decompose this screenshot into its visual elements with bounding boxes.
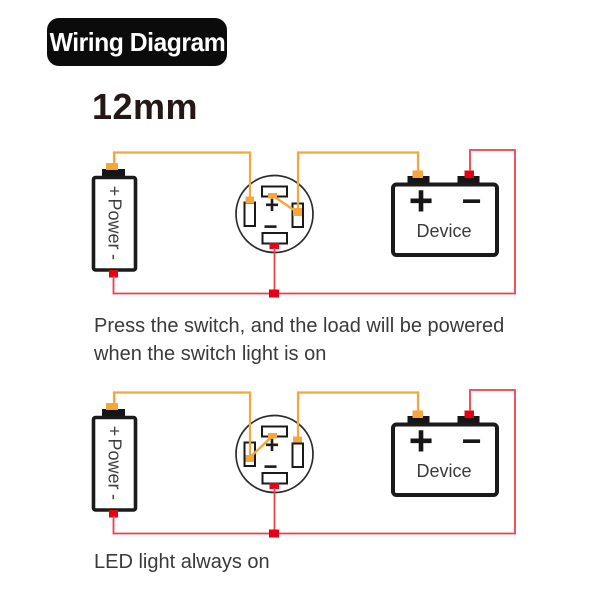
banner-label: Wiring Diagram [49,26,225,57]
diagram-2-caption: LED light always on [94,548,270,576]
device-red-cap [464,410,474,418]
wiring-diagram-banner: Wiring Diagram [47,18,227,66]
device-orange-cap [412,410,423,418]
device-orange-cap [412,170,423,178]
battery-symbol: + Power - [91,403,138,518]
battery-symbol: + Power - [91,163,138,278]
device-symbol: + − Device [391,410,499,497]
switch-minus-label: − [263,214,277,241]
ground-junction [269,289,279,298]
switch-right-terminal [291,442,304,468]
wire-switch-jumper [248,435,274,459]
battery-positive-cap [106,403,118,410]
wire-ground-loop [112,149,516,295]
wire-device-to-switch [296,151,420,211]
caption-line: LED light always on [94,551,270,573]
battery-top-terminal [102,169,125,180]
switch-left-cap [245,455,254,462]
battery-minus-label: - [105,494,125,500]
switch-right-cap [293,436,302,443]
battery-top-terminal [102,409,125,420]
switch-red-cap [269,483,279,489]
caption-line: Press the switch, and the load will be p… [94,315,505,337]
battery-negative-cap [109,270,118,278]
device-plus-label: + [409,417,434,464]
switch-right-cap [293,208,302,216]
diagram-2: + Power - + − + [91,389,516,538]
battery-plus-label: + [105,186,125,197]
device-negative-terminal [457,416,480,426]
diagram-1: + Power - + − + [91,149,516,298]
device-positive-terminal [407,176,430,186]
ground-junction [269,529,279,538]
size-heading: 12mm [92,86,199,127]
wire-device-to-switch [296,391,420,442]
battery-name-label: Power [105,198,125,249]
caption-line: when the switch light is on [94,343,327,365]
device-symbol: + − Device [391,170,499,257]
device-body [391,182,499,257]
device-body [391,422,499,497]
diagram-1-caption: Press the switch, and the load will be p… [94,312,504,368]
device-positive-terminal [407,416,430,426]
switch-symbol: + − [235,414,314,494]
wire-battery-to-switch [112,151,252,200]
switch-top-connector [268,433,277,439]
device-red-cap [464,170,474,178]
device-name-label: Device [416,221,471,241]
battery-minus-label: - [105,254,125,260]
switch-minus-label: − [263,454,277,481]
switch-left-cap [245,196,254,203]
switch-red-cap [269,243,279,249]
battery-name-label: Power [105,438,125,489]
switch-top-connector [268,193,277,199]
device-minus-label: − [462,423,482,461]
switch-left-terminal [243,201,256,227]
device-plus-label: + [409,177,434,224]
battery-plus-label: + [105,426,125,437]
device-negative-terminal [457,176,480,186]
battery-positive-cap [106,163,118,170]
device-name-label: Device [416,461,471,481]
device-minus-label: − [462,183,482,221]
wire-battery-to-switch [112,391,252,457]
battery-negative-cap [109,510,118,518]
wire-ground-loop [112,389,516,535]
